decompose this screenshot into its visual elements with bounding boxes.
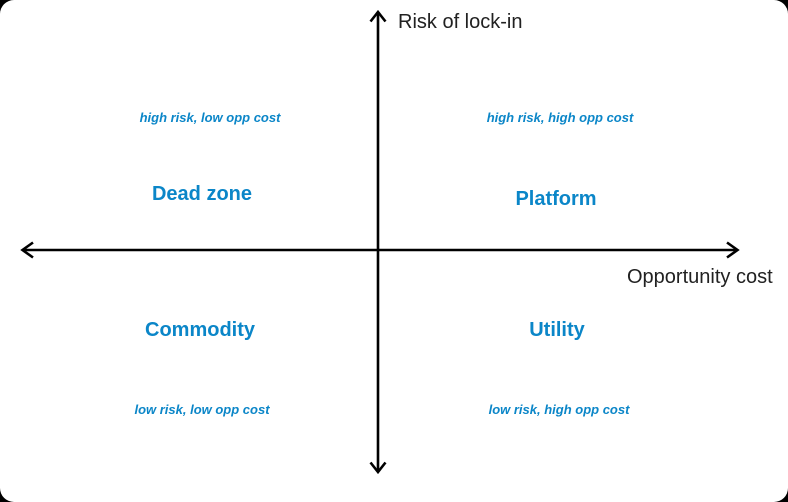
quadrant-note-bottom-left: low risk, low opp cost [134, 402, 270, 417]
horizontal-axis [20, 241, 740, 259]
quadrant-title-commodity: Commodity [145, 319, 255, 341]
horizontal-axis-label: Opportunity cost [627, 266, 773, 288]
down-arrowhead-icon [369, 461, 387, 475]
quadrant-note-top-left: high risk, low opp cost [139, 110, 281, 125]
quadrant-title-utility: Utility [529, 319, 585, 341]
quadrant-note-bottom-right: low risk, high opp cost [488, 402, 630, 417]
left-arrowhead-icon [20, 241, 34, 259]
vertical-axis-label: Risk of lock-in [398, 11, 523, 33]
quadrant-title-dead-zone: Dead zone [151, 183, 253, 205]
quadrant-title-platform: Platform [515, 188, 597, 210]
right-arrowhead-icon [726, 241, 740, 259]
up-arrowhead-icon [369, 9, 387, 23]
quadrant-note-top-right: high risk, high opp cost [486, 110, 634, 125]
vertical-axis [369, 9, 387, 475]
